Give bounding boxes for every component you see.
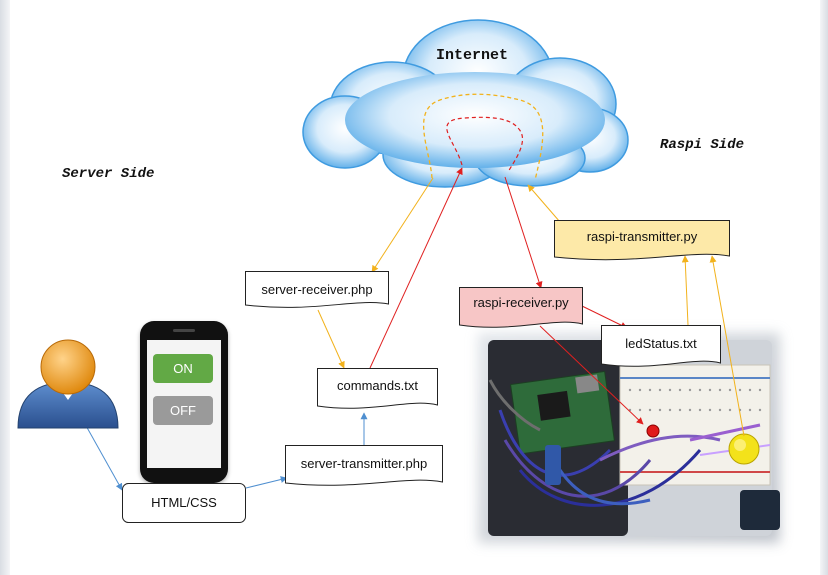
button-to-raspi-transmitter-arrow — [709, 255, 745, 437]
html-css-label: HTML/CSS — [151, 495, 217, 510]
commands-to-internet-arrow — [369, 167, 463, 369]
ledstatus-to-raspi-transmitter-arrow — [681, 255, 689, 326]
server-transmitter-doc: server-transmitter.php — [285, 445, 443, 489]
server-receiver-label: server-receiver.php — [261, 282, 373, 297]
raspi-side-label: Raspi Side — [660, 137, 745, 153]
on-button[interactable]: ON — [153, 354, 213, 383]
raspi-receiver-doc: raspi-receiver.py — [459, 287, 583, 331]
internet-to-server-receiver-arrow — [371, 177, 434, 273]
raspi-transmitter-doc: raspi-transmitter.py — [554, 220, 730, 264]
off-button[interactable]: OFF — [153, 396, 213, 425]
page-edge-left — [0, 0, 10, 575]
server-transmitter-label: server-transmitter.php — [300, 456, 428, 471]
raspi-receiver-to-ledstatus-arrow — [581, 305, 628, 329]
server-receiver-doc: server-receiver.php — [245, 271, 389, 311]
html-css-doc: HTML/CSS — [122, 483, 246, 523]
phone-speaker — [173, 329, 195, 332]
raspi-transmitter-label: raspi-transmitter.py — [586, 229, 698, 244]
internet-label: Internet — [436, 47, 509, 64]
receive-loop-path — [446, 116, 524, 173]
smartphone: ON OFF — [140, 321, 228, 483]
server-side-label: Server Side — [62, 166, 155, 182]
commands-label: commands.txt — [337, 378, 418, 393]
raspi-receiver-label: raspi-receiver.py — [473, 295, 569, 310]
internet-to-raspi-receiver-arrow — [504, 176, 543, 289]
phone-screen: ON OFF — [147, 340, 221, 468]
led-status-doc: ledStatus.txt — [601, 325, 721, 370]
raspi-transmitter-to-internet-arrow — [527, 184, 561, 223]
transmit-loop-path — [423, 93, 544, 181]
led-status-label: ledStatus.txt — [625, 336, 697, 351]
page-edge-right — [820, 0, 828, 575]
html-to-transmitter-arrow — [245, 476, 288, 489]
red-led — [646, 424, 660, 438]
server-receiver-to-commands-arrow — [317, 309, 345, 369]
raspberry-pi-board — [510, 370, 615, 455]
commands-doc: commands.txt — [317, 368, 438, 412]
raspi-receiver-to-led-arrow — [539, 325, 644, 425]
